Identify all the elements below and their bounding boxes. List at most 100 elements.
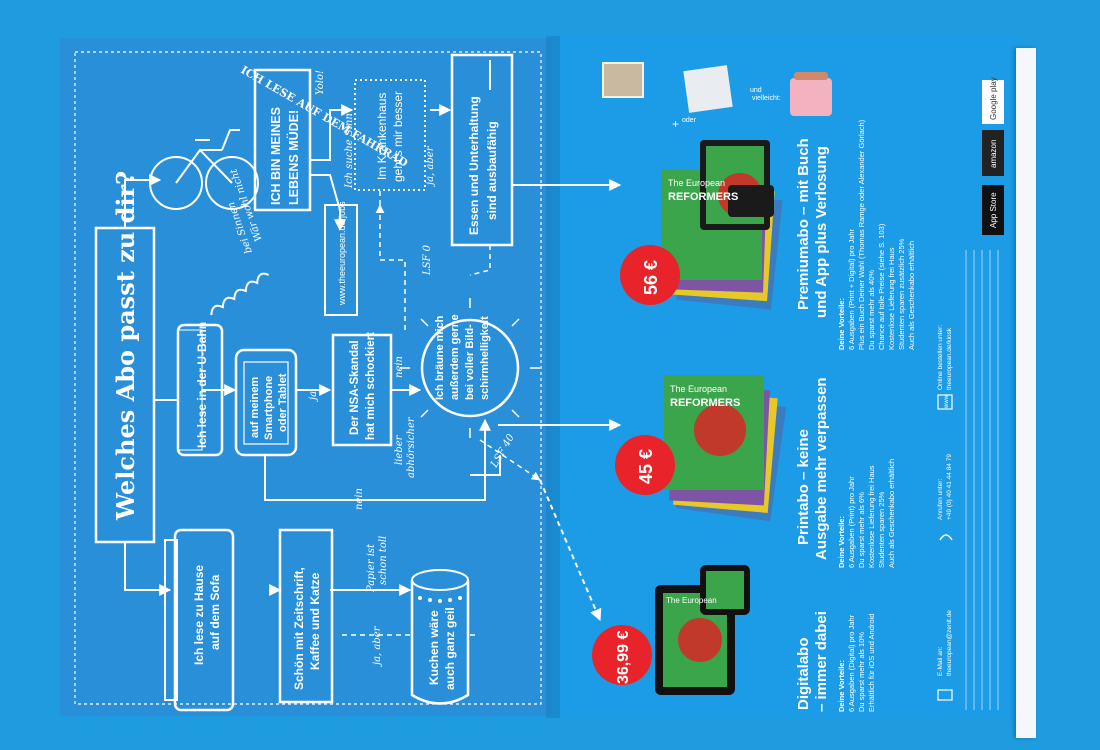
svg-text:6 Ausgaben (Print + Digital) p: 6 Ausgaben (Print + Digital) pro Jahr bbox=[847, 228, 856, 350]
svg-text:sind ausbaufähig: sind ausbaufähig bbox=[485, 121, 499, 220]
svg-text:Erhältlich für iOS und Android: Erhältlich für iOS und Android bbox=[867, 614, 876, 712]
node-lebensmuede: ICH BIN MEINES LEBENS MÜDE! bbox=[253, 68, 312, 212]
svg-text:Studenten sparen 25%: Studenten sparen 25% bbox=[877, 491, 886, 568]
label-nein-2: nein bbox=[354, 488, 365, 510]
node-nsa: Der NSA-Skandal hat mich schockiert bbox=[331, 332, 393, 447]
svg-text:auch ganz geil: auch ganz geil bbox=[443, 607, 457, 690]
svg-text:bei voller Bild-: bei voller Bild- bbox=[464, 324, 476, 400]
label-ja: ja bbox=[308, 391, 319, 402]
right-page bbox=[546, 36, 1022, 718]
label-lsf: LSF 0 bbox=[422, 244, 433, 276]
store-badges: Google play amazon App Store bbox=[982, 77, 1004, 235]
svg-text:schirmhelligkeit: schirmhelligkeit bbox=[479, 316, 491, 400]
offer-titles: Premiumabo – mit Buch und App plus Verlo… bbox=[795, 138, 830, 712]
svg-text:6 Ausgaben (Print) pro Jahr: 6 Ausgaben (Print) pro Jahr bbox=[847, 476, 856, 568]
svg-text:Kostenlose Lieferung frei Haus: Kostenlose Lieferung frei Haus bbox=[867, 465, 876, 568]
left-page-dashed-frame bbox=[74, 51, 542, 705]
digital-title-2: – immer dabei bbox=[813, 611, 830, 712]
www-icon bbox=[937, 394, 953, 410]
print-benefits: Deine Vorteile: 6 Ausgaben (Print) pro J… bbox=[837, 459, 896, 568]
svg-text:56 €: 56 € bbox=[641, 260, 661, 295]
sun-rays bbox=[400, 298, 540, 438]
digital-benefits: Deine Vorteile: 6 Ausgaben (Digital) pro… bbox=[837, 614, 876, 712]
device-stack-digital: The European bbox=[655, 565, 750, 695]
svg-text:Du sparst mehr als 6%: Du sparst mehr als 6% bbox=[857, 492, 866, 568]
email-label: E-Mail an: bbox=[937, 647, 944, 676]
svg-text:Smartphone: Smartphone bbox=[263, 376, 275, 440]
phone-value: +49 (0) 40 41 44 84 79 bbox=[946, 454, 953, 520]
prize-oder: oder bbox=[682, 117, 697, 124]
svg-text:Chance auf tolle Preise (siehe: Chance auf tolle Preise (siehe S. 103) bbox=[877, 223, 886, 350]
svg-text:Ich lese in der U-Bahn: Ich lese in der U-Bahn bbox=[195, 322, 209, 448]
svg-text:Kaffee und Katze: Kaffee und Katze bbox=[308, 572, 322, 670]
magazine-stack-print: The European REFORMERS bbox=[664, 375, 787, 522]
left-page-paper bbox=[60, 38, 555, 716]
premium-benefits: Deine Vorteile: 6 Ausgaben (Print + Digi… bbox=[837, 119, 916, 350]
node-braeune-sun: Ich bräune mich außerdem gerne bei volle… bbox=[400, 298, 540, 438]
app-store-badge[interactable] bbox=[982, 185, 1004, 235]
node-smartphone: auf meinem Smartphone oder Tablet bbox=[234, 348, 298, 457]
online-label: Online bestellen unter: bbox=[937, 325, 944, 390]
online-value: theeuropean.de/kiosk bbox=[946, 327, 953, 390]
prize-books: oder und vielleicht: bbox=[602, 62, 832, 124]
svg-text:geht's mir besser: geht's mir besser bbox=[391, 91, 405, 182]
svg-text:Ich lese zu Hause: Ich lese zu Hause bbox=[192, 565, 206, 665]
svg-text:amazon: amazon bbox=[989, 140, 998, 168]
digital-title-1: Digitalabo bbox=[795, 637, 812, 710]
phone-label: Anrufen unter: bbox=[937, 479, 944, 520]
svg-text:6 Ausgaben (Digital) pro Jahr: 6 Ausgaben (Digital) pro Jahr bbox=[847, 614, 856, 712]
www-label: www bbox=[944, 394, 950, 409]
cross-page-arrows bbox=[498, 179, 622, 622]
svg-text:Kuchen wäre: Kuchen wäre bbox=[427, 610, 441, 685]
label-lieber-1: lieber bbox=[394, 434, 405, 465]
svg-text:App Store: App Store bbox=[989, 192, 998, 228]
svg-text:Auch als Geschenkabo erhältlic: Auch als Geschenkabo erhältlich bbox=[887, 459, 896, 568]
flowchart-connectors bbox=[124, 60, 501, 596]
plus-sign: + bbox=[672, 117, 679, 131]
svg-text:36,99 €: 36,99 € bbox=[615, 631, 632, 684]
label-nein-1: nein bbox=[394, 356, 405, 378]
price-badge-print: 45 € bbox=[615, 435, 675, 495]
node-ubahn: Ich lese in der U-Bahn bbox=[176, 322, 224, 457]
svg-text:Kostenlose Lieferung frei Haus: Kostenlose Lieferung frei Haus bbox=[887, 247, 896, 350]
label-sinn: Ich suche Sinn bbox=[344, 113, 355, 189]
right-page-paper bbox=[552, 36, 1022, 718]
amazon-badge[interactable] bbox=[982, 130, 1004, 176]
print-title-1: Printabo – keine bbox=[795, 429, 812, 545]
svg-text:Deine Vorteile:: Deine Vorteile: bbox=[837, 660, 846, 712]
svg-text:Ich bräune mich: Ich bräune mich bbox=[434, 315, 446, 400]
label-papier-2: schon toll bbox=[378, 536, 389, 585]
svg-text:Google play: Google play bbox=[989, 77, 998, 120]
svg-text:LEBENS MÜDE!: LEBENS MÜDE! bbox=[286, 110, 301, 205]
phone-icon bbox=[939, 534, 953, 541]
spine-shadow bbox=[546, 36, 560, 718]
premium-cover-brand: The European bbox=[668, 178, 725, 188]
bicycle-icon bbox=[149, 129, 259, 210]
label-ja-aber-2: ja, aber bbox=[372, 625, 383, 667]
svg-text:Du sparst mehr als 40%: Du sparst mehr als 40% bbox=[867, 270, 876, 350]
svg-text:ICH BIN MEINES: ICH BIN MEINES bbox=[269, 107, 283, 205]
digital-cover-brand: The European bbox=[666, 596, 717, 605]
svg-text:oder Tablet: oder Tablet bbox=[277, 373, 289, 432]
print-cover-brand: The European bbox=[670, 384, 727, 394]
svg-text:Schön mit Zeitschrift,: Schön mit Zeitschrift, bbox=[292, 567, 306, 690]
print-cover-title: REFORMERS bbox=[670, 397, 740, 409]
svg-text:außerdem gerne: außerdem gerne bbox=[449, 314, 461, 400]
flowchart-title: Welches Abo passt zu dir? bbox=[111, 171, 140, 521]
google-play-badge[interactable] bbox=[982, 80, 1004, 124]
contact-strip: www Online bestellen unter: theeuropean.… bbox=[937, 325, 953, 701]
svg-text:Essen und Unterhaltung: Essen und Unterhaltung bbox=[467, 96, 481, 235]
node-zeitschrift: Schön mit Zeitschrift, Kaffee und Katze bbox=[278, 528, 334, 704]
print-title-2: Ausgabe mehr verpassen bbox=[813, 377, 830, 560]
label-lieber-2: abhörsicher bbox=[406, 416, 417, 478]
left-page bbox=[60, 38, 555, 716]
prize-und-1: und bbox=[750, 87, 762, 94]
premium-title-2: und App plus Verlosung bbox=[813, 146, 830, 318]
svg-text:Deine Vorteile:: Deine Vorteile: bbox=[837, 516, 846, 568]
price-badge-digital: 36,99 € bbox=[592, 625, 652, 685]
email-icon bbox=[937, 689, 953, 701]
svg-text:hat mich schockiert: hat mich schockiert bbox=[365, 332, 377, 440]
label-ja-aber-1: ja, aber bbox=[425, 145, 436, 187]
